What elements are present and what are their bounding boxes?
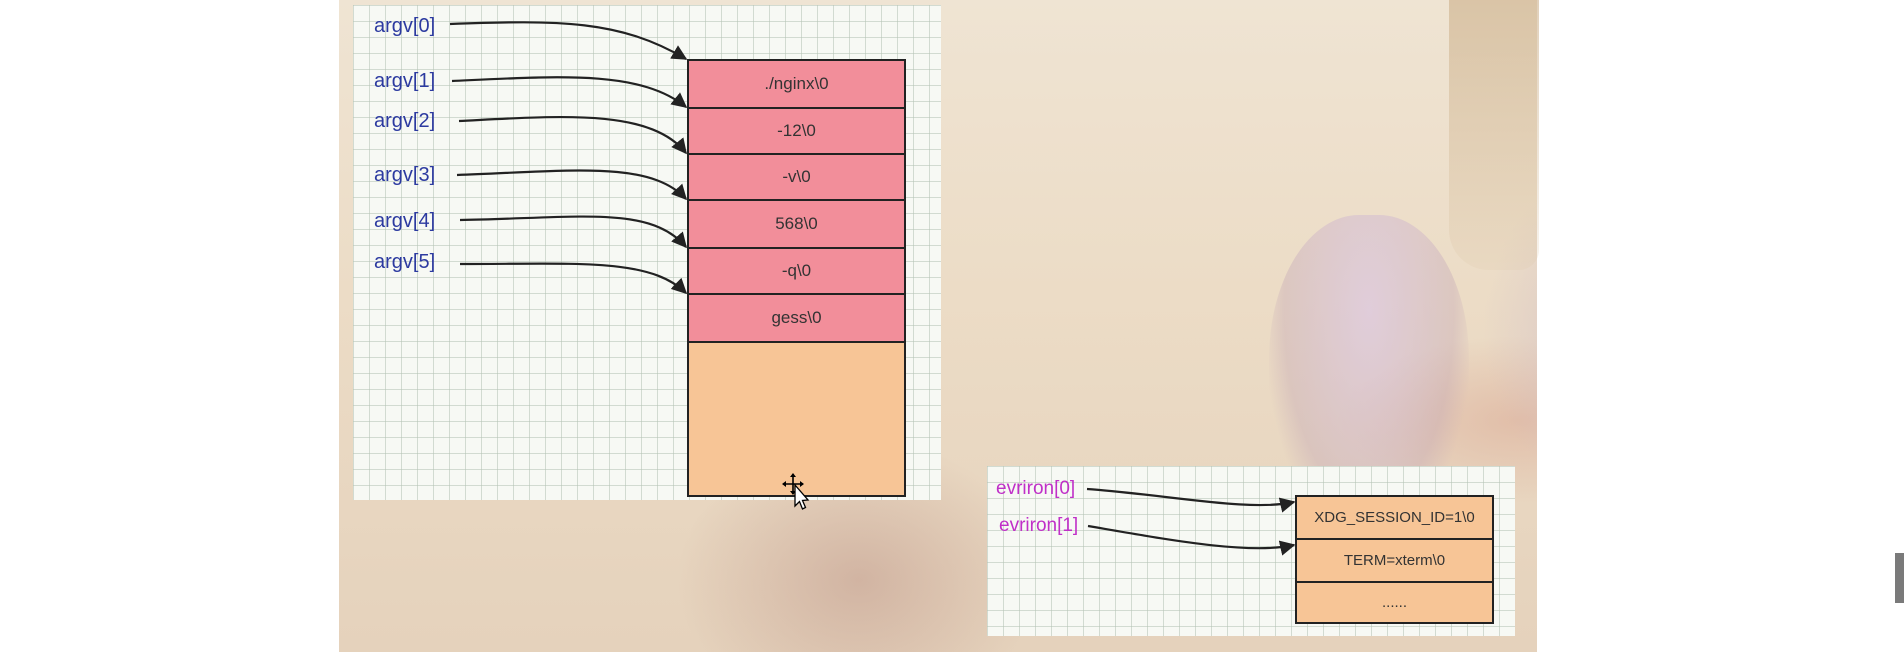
argv-label-4: argv[4] [374, 210, 436, 232]
environ-cell-1: TERM=xterm\0 [1295, 538, 1494, 583]
background-tower [1449, 0, 1539, 270]
environ-label-0: evriron[0] [996, 478, 1076, 499]
argv-cell-4: -q\0 [687, 247, 906, 295]
environ-label-1: evriron[1] [999, 515, 1079, 536]
free-memory-block [687, 341, 906, 497]
argv-label-1: argv[1] [374, 70, 436, 92]
argv-cell-1: -12\0 [687, 107, 906, 155]
argv-label-3: argv[3] [374, 164, 436, 186]
argv-cell-0: ./nginx\0 [687, 59, 906, 109]
argv-label-5: argv[5] [374, 251, 436, 273]
argv-cell-2: -v\0 [687, 153, 906, 201]
argv-label-2: argv[2] [374, 110, 436, 132]
argv-cell-3: 568\0 [687, 199, 906, 249]
argv-label-0: argv[0] [374, 15, 436, 37]
move-cursor-icon [782, 473, 810, 510]
argv-cell-5: gess\0 [687, 293, 906, 343]
environ-cell-2: ...... [1295, 581, 1494, 624]
environ-cell-0: XDG_SESSION_ID=1\0 [1295, 495, 1494, 540]
scrollbar-thumb[interactable] [1895, 553, 1904, 603]
